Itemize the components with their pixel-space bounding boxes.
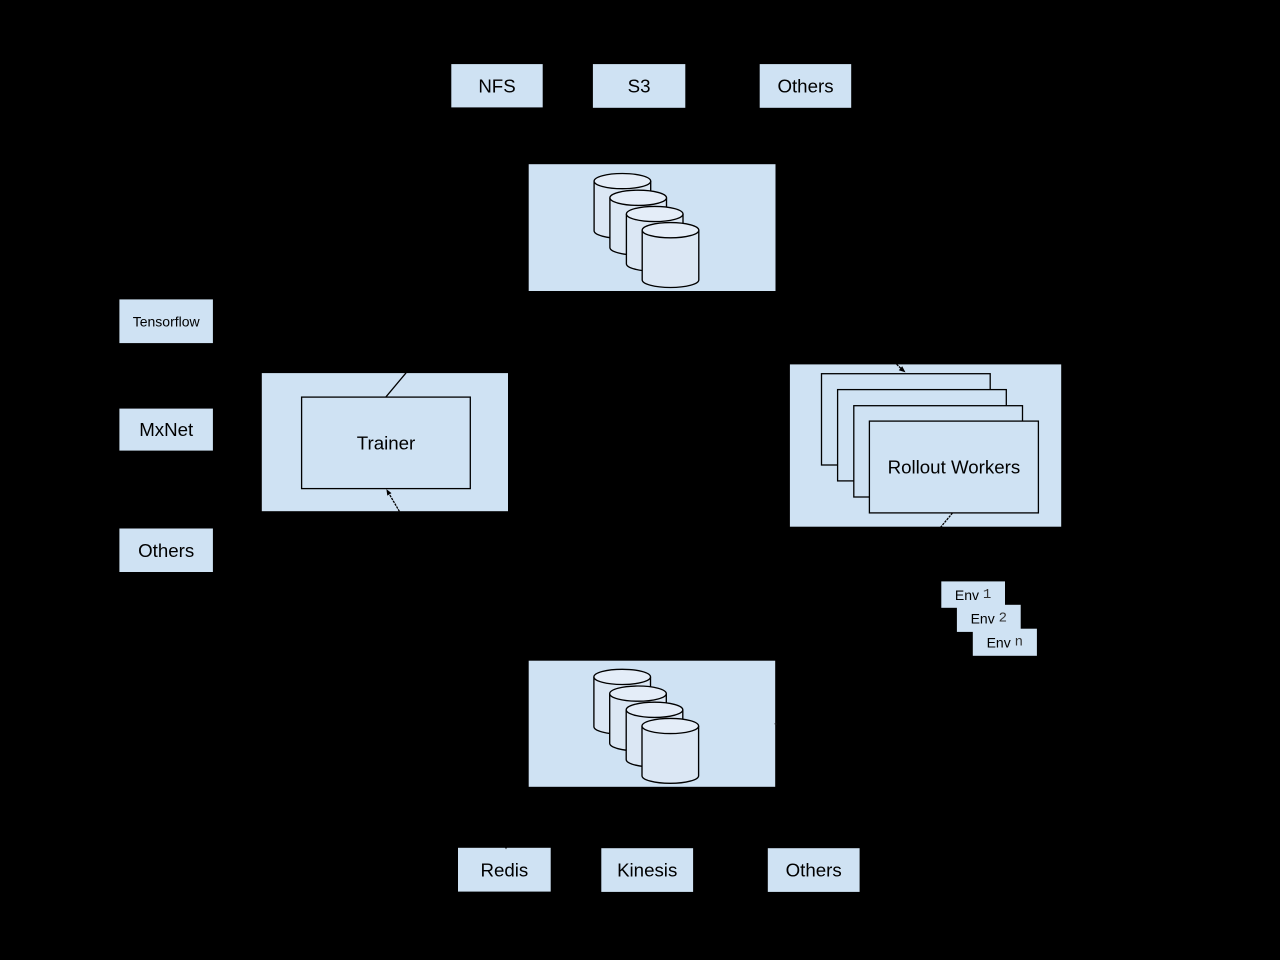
svg-text:Rollout Workers: Rollout Workers [888, 457, 1021, 478]
svg-text:Others: Others [138, 540, 194, 561]
svg-text:Env 2: Env 2 [971, 611, 1007, 627]
svg-text:Others: Others [777, 76, 833, 97]
svg-text:Tensorflow: Tensorflow [133, 313, 201, 329]
svg-text:NFS: NFS [478, 75, 515, 96]
svg-text:Env 1: Env 1 [955, 587, 991, 603]
svg-text:Trainer: Trainer [357, 433, 416, 454]
svg-text:Env n: Env n [987, 634, 1023, 650]
svg-text:Kinesis: Kinesis [617, 860, 677, 881]
svg-text:Others: Others [786, 860, 842, 881]
svg-text:MxNet: MxNet [139, 419, 194, 440]
svg-text:Redis: Redis [481, 860, 529, 881]
svg-text:S3: S3 [628, 76, 651, 97]
